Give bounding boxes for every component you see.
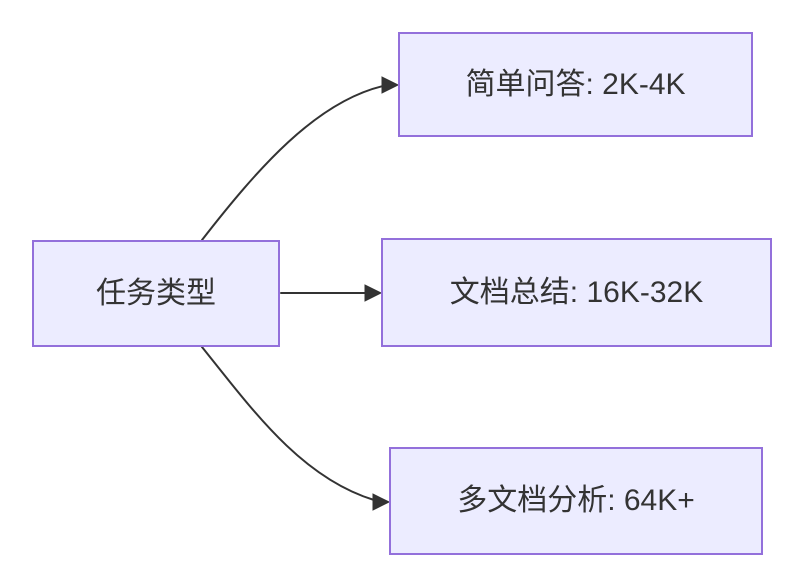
arrowhead-doc-summary-icon <box>364 284 383 302</box>
node-doc-summary: 文档总结: 16K-32K <box>381 238 772 347</box>
node-simple-qa-label: 简单问答: 2K-4K <box>465 67 686 101</box>
node-task-type: 任务类型 <box>32 240 280 347</box>
arrowhead-multi-doc-icon <box>372 493 391 511</box>
edge-root-to-multi-doc <box>201 346 375 501</box>
node-multi-doc: 多文档分析: 64K+ <box>389 447 763 555</box>
node-multi-doc-label: 多文档分析: 64K+ <box>457 484 695 517</box>
arrowhead-simple-qa-icon <box>381 76 400 94</box>
edge-root-to-simple-qa <box>201 85 384 241</box>
node-simple-qa: 简单问答: 2K-4K <box>398 32 753 137</box>
node-task-type-label: 任务类型 <box>96 276 216 310</box>
node-doc-summary-label: 文档总结: 16K-32K <box>449 275 704 309</box>
